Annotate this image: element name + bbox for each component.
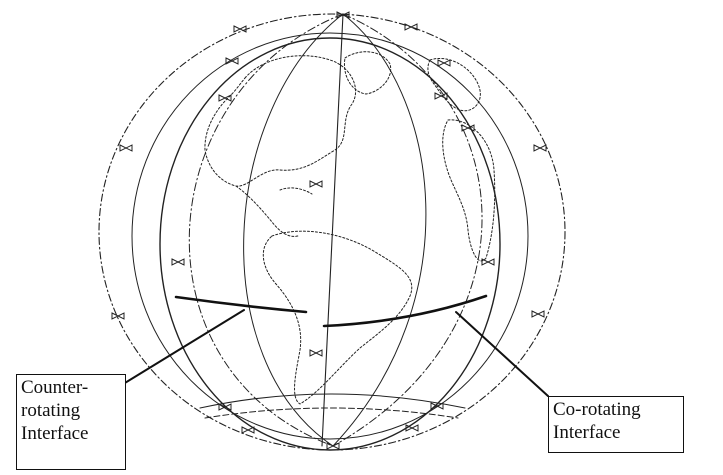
satellite-markers: [111, 11, 547, 450]
satellite-icon: [533, 144, 547, 152]
satellite-icon: [225, 57, 239, 65]
inner-orbit-ring: [131, 32, 529, 440]
satellite-icon: [241, 426, 255, 434]
co-rotating-leader: [455, 311, 549, 397]
satellite-icon: [430, 402, 444, 410]
satellite-icon: [309, 180, 323, 188]
counter-rotating-line-2: rotating: [21, 400, 81, 421]
satellite-icon: [336, 11, 350, 19]
satellite-icon: [405, 424, 419, 432]
satellite-icon: [111, 312, 125, 320]
orbit-plane-1: [188, 13, 344, 447]
satellite-icon: [309, 349, 323, 357]
satellite-icon: [326, 442, 340, 450]
satellite-icon: [119, 144, 133, 152]
orbit-plane-2: [243, 13, 344, 447]
satellite-icon: [481, 258, 495, 266]
counter-rotating-seam: [174, 295, 308, 314]
satellite-icon: [218, 94, 232, 102]
counter-rotating-label: Counter- rotating Interface: [16, 374, 126, 470]
satellite-icon: [218, 403, 232, 411]
south-arc-inner: [204, 407, 459, 419]
earth-globe: [159, 37, 501, 451]
orbit-plane-4: [332, 13, 483, 447]
satellite-icon: [461, 124, 475, 132]
orbit-plane-3: [332, 13, 427, 447]
counter-rotating-line-3: Interface: [21, 423, 89, 444]
continent-outlines: [204, 51, 496, 405]
satellite-icon: [171, 258, 185, 266]
co-rotating-label: Co-rotating Interface: [548, 396, 684, 453]
satellite-icon: [404, 23, 418, 31]
counter-rotating-line-1: Counter-: [21, 377, 89, 398]
co-rotating-line-1: Co-rotating: [553, 399, 641, 420]
counter-rotating-leader: [119, 309, 245, 387]
south-arc-outer: [199, 393, 466, 409]
satellite-icon: [531, 310, 545, 318]
co-rotating-seam: [322, 294, 488, 328]
satellite-icon: [233, 25, 247, 33]
satellite-icon: [434, 92, 448, 100]
co-rotating-line-2: Interface: [553, 422, 621, 443]
satellite-icon: [437, 59, 451, 67]
orbit-plane-center: [321, 13, 344, 447]
